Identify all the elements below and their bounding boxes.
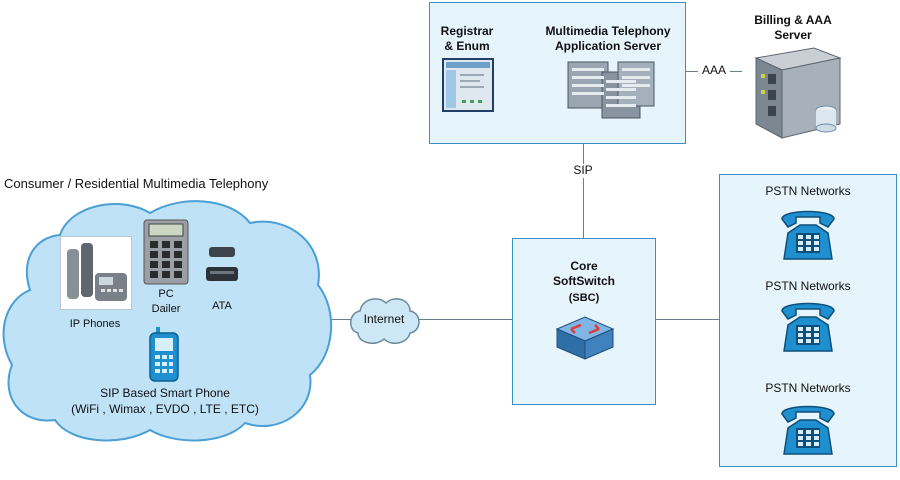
softswitch-icon [555, 316, 615, 360]
link-internet-softswitch [418, 319, 512, 320]
softswitch-label-line2: SoftSwitch [553, 274, 615, 288]
softswitch-label-line3: (SBC) [568, 292, 600, 304]
smartphone-icon [149, 327, 179, 382]
link-softswitch-pstn [656, 319, 719, 320]
consumer-title: Consumer / Residential Multimedia Teleph… [4, 176, 269, 191]
ip-phones-label: IP Phones [69, 318, 121, 330]
pstn-label-3: PSTN Networks [765, 381, 851, 395]
internet-cloud [350, 298, 420, 345]
telephone-icon [781, 210, 835, 260]
pstn-label-1: PSTN Networks [765, 184, 851, 198]
mts-label-line1: Multimedia Telephony [545, 24, 671, 38]
smartphone-label-line2: (WiFi , Wimax , EVDO , LTE , ETC) [71, 402, 259, 416]
ip-phones-image [60, 236, 132, 310]
registrar-label-line1: Registrar [440, 24, 494, 38]
ata-device-icon [206, 247, 238, 281]
pc-dialer-label-line2: Dailer [151, 303, 181, 315]
sip-link-label: SIP [566, 163, 600, 178]
internet-label: Internet [363, 312, 405, 326]
pc-dialer-icon [143, 219, 189, 285]
billing-label-line2: Server [774, 28, 812, 42]
registrar-icon [442, 58, 494, 112]
mts-label-line2: Application Server [554, 39, 662, 53]
pstn-label-2: PSTN Networks [765, 279, 851, 293]
application-server-icon [567, 61, 655, 119]
aaa-link-label: AAA [701, 63, 726, 77]
billing-label-line1: Billing & AAA [754, 13, 832, 27]
billing-server-icon [754, 47, 842, 139]
pc-dialer-label-line1: PC [158, 288, 174, 300]
registrar-label-line2: & Enum [444, 39, 490, 53]
telephone-icon [781, 302, 835, 352]
link-cloud-internet [318, 319, 354, 320]
link-aaa-left [686, 71, 698, 72]
link-sip-vertical [583, 144, 584, 238]
link-aaa-right [730, 71, 742, 72]
telephone-icon [781, 405, 835, 455]
ata-label: ATA [212, 300, 232, 312]
smartphone-label-line1: SIP Based Smart Phone [100, 386, 230, 400]
softswitch-label-line1: Core [570, 259, 598, 273]
